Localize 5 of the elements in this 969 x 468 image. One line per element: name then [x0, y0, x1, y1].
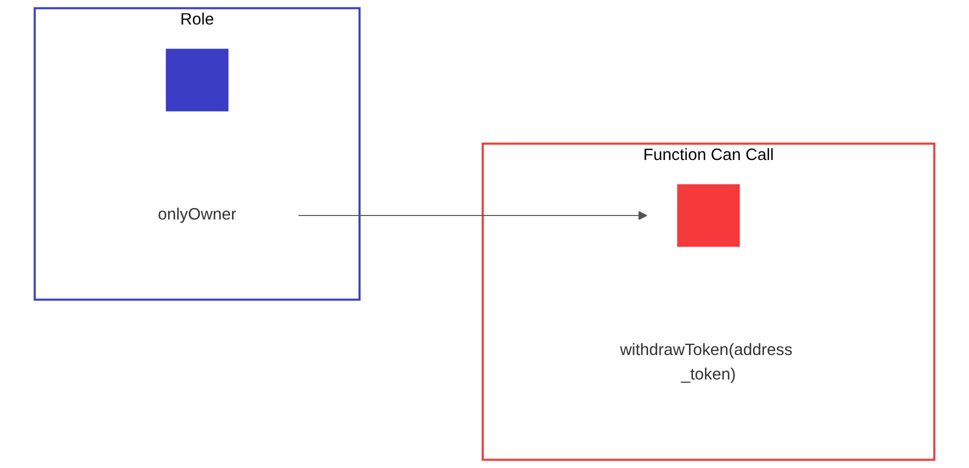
node-text: withdrawToken(address _token) — [620, 342, 792, 384]
arrow — [298, 211, 648, 220]
node-text: onlyOwner — [158, 206, 236, 224]
node-box — [166, 48, 228, 112]
node-box — [677, 184, 740, 247]
